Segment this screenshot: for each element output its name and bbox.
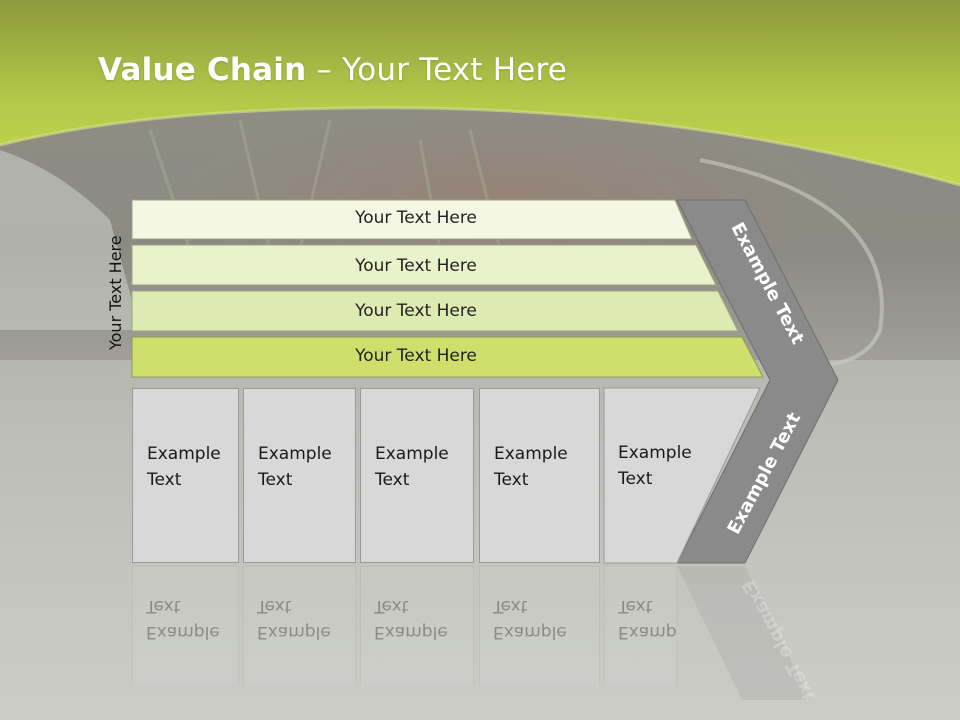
row-4-bar (131, 336, 764, 378)
row-3-bar (131, 290, 739, 332)
row-2-bar (131, 244, 717, 286)
row-1-label: Your Text Here (355, 208, 477, 228)
row-4-label: Your Text Here (355, 346, 477, 366)
row-2-label: Your Text Here (355, 256, 477, 276)
chevron-reflection (677, 566, 810, 700)
row-3-label: Your Text Here (355, 301, 477, 321)
row-1-bar (131, 199, 693, 240)
chevron-shape (676, 199, 839, 564)
title-rest: – Your Text Here (306, 52, 568, 88)
slide-title: Value Chain – Your Text Here (98, 52, 567, 88)
title-bold: Value Chain (98, 52, 307, 88)
box-5-shape (603, 387, 761, 564)
